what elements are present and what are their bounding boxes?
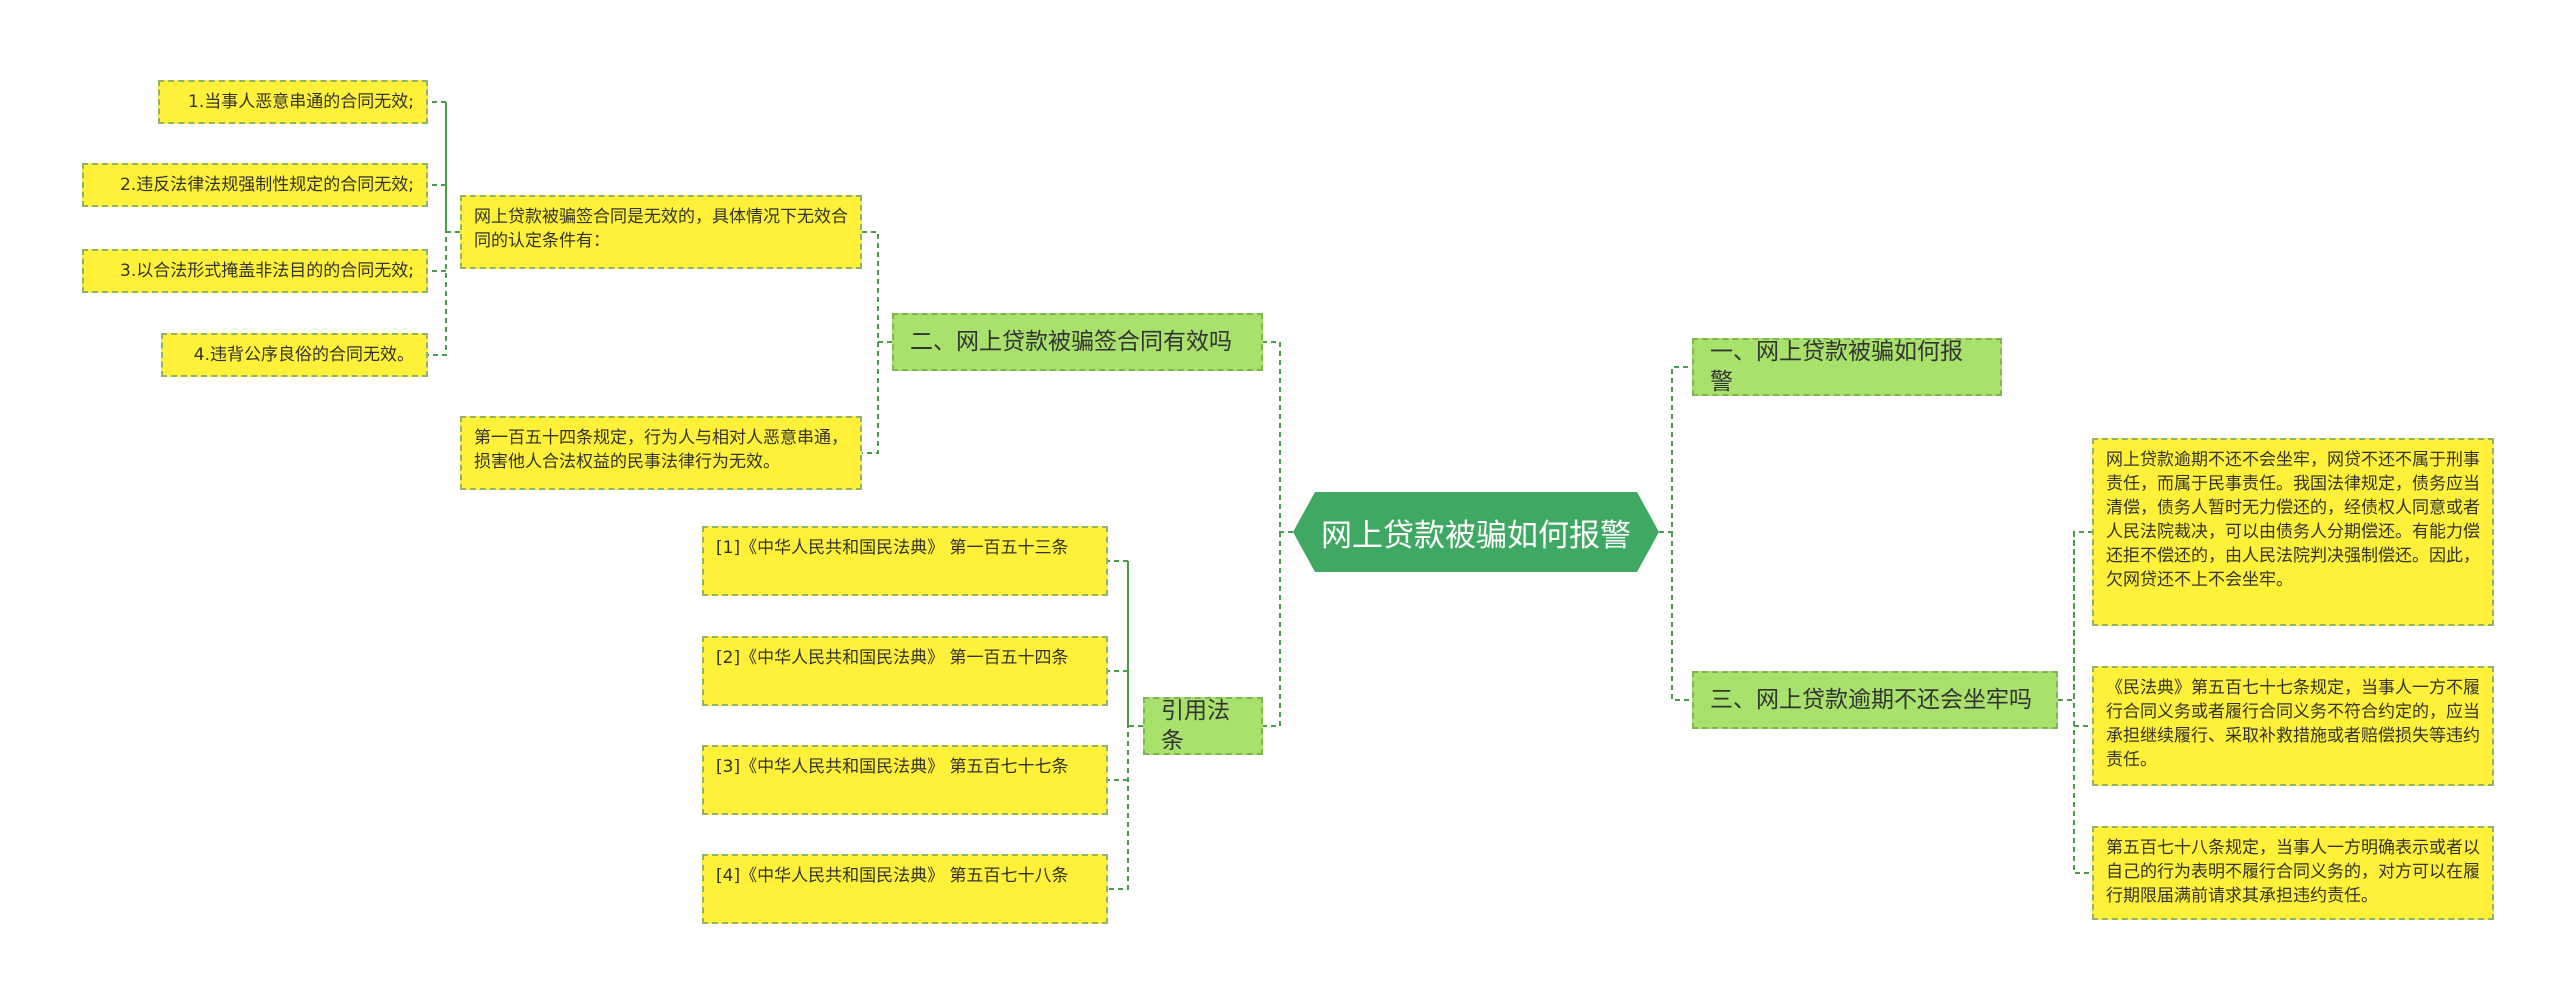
connector-root-to-branch-1 bbox=[1659, 366, 1692, 533]
connector-branch-2-to-article bbox=[862, 342, 879, 454]
branch-citations[interactable]: 引用法条 bbox=[1143, 697, 1263, 755]
branch-overdue-jail[interactable]: 三、网上贷款逾期不还会坐牢吗 bbox=[1692, 671, 2058, 729]
citation-item[interactable]: [2]《中华人民共和国民法典》 第一百五十四条 bbox=[702, 636, 1108, 706]
root-hexagon bbox=[1293, 492, 1659, 572]
connector-branch-3-to-texts bbox=[2058, 531, 2092, 874]
article-578-text[interactable]: 第五百七十八条规定，当事人一方明确表示或者以自己的行为表明不履行合同义务的，对方… bbox=[2092, 826, 2494, 920]
condition-item[interactable]: 3.以合法形式掩盖非法目的的合同无效; bbox=[82, 249, 428, 293]
branch-contract-valid[interactable]: 二、网上贷款被骗签合同有效吗 bbox=[892, 313, 1263, 371]
root-label: 网上贷款被骗如何报警 bbox=[1321, 517, 1631, 554]
condition-item[interactable]: 1.当事人恶意串通的合同无效; bbox=[158, 80, 428, 124]
citation-item[interactable]: [4]《中华人民共和国民法典》 第五百七十八条 bbox=[702, 854, 1108, 924]
article-154-text[interactable]: 第一百五十四条规定，行为人与相对人恶意串通，损害他人合法权益的民事法律行为无效。 bbox=[460, 416, 862, 490]
connector-root-to-branch-2 bbox=[1263, 341, 1293, 533]
connector-root-to-branch-3 bbox=[1671, 532, 1692, 701]
root-topic[interactable]: 网上贷款被骗如何报警 bbox=[1293, 492, 1659, 572]
citation-item[interactable]: [3]《中华人民共和国民法典》 第五百七十七条 bbox=[702, 745, 1108, 815]
contract-invalid-intro[interactable]: 网上贷款被骗签合同是无效的，具体情况下无效合同的认定条件有： bbox=[460, 195, 862, 269]
civil-code-577-text[interactable]: 《民法典》第五百七十七条规定，当事人一方不履行合同义务或者履行合同义务不符合约定… bbox=[2092, 666, 2494, 786]
connector-root-to-citations bbox=[1263, 532, 1281, 727]
condition-item[interactable]: 4.违背公序良俗的合同无效。 bbox=[161, 333, 428, 377]
condition-item[interactable]: 2.违反法律法规强制性规定的合同无效; bbox=[82, 163, 428, 207]
overdue-explanation[interactable]: 网上贷款逾期不还不会坐牢，网贷不还不属于刑事责任，而属于民事责任。我国法律规定，… bbox=[2092, 438, 2494, 626]
connector-citations-to-refs bbox=[1108, 560, 1143, 890]
connector-intro-to-conditions bbox=[428, 101, 460, 356]
branch-how-to-report[interactable]: 一、网上贷款被骗如何报警 bbox=[1692, 338, 2002, 396]
connector-branch-2-to-intro bbox=[862, 231, 892, 343]
citation-item[interactable]: [1]《中华人民共和国民法典》 第一百五十三条 bbox=[702, 526, 1108, 596]
